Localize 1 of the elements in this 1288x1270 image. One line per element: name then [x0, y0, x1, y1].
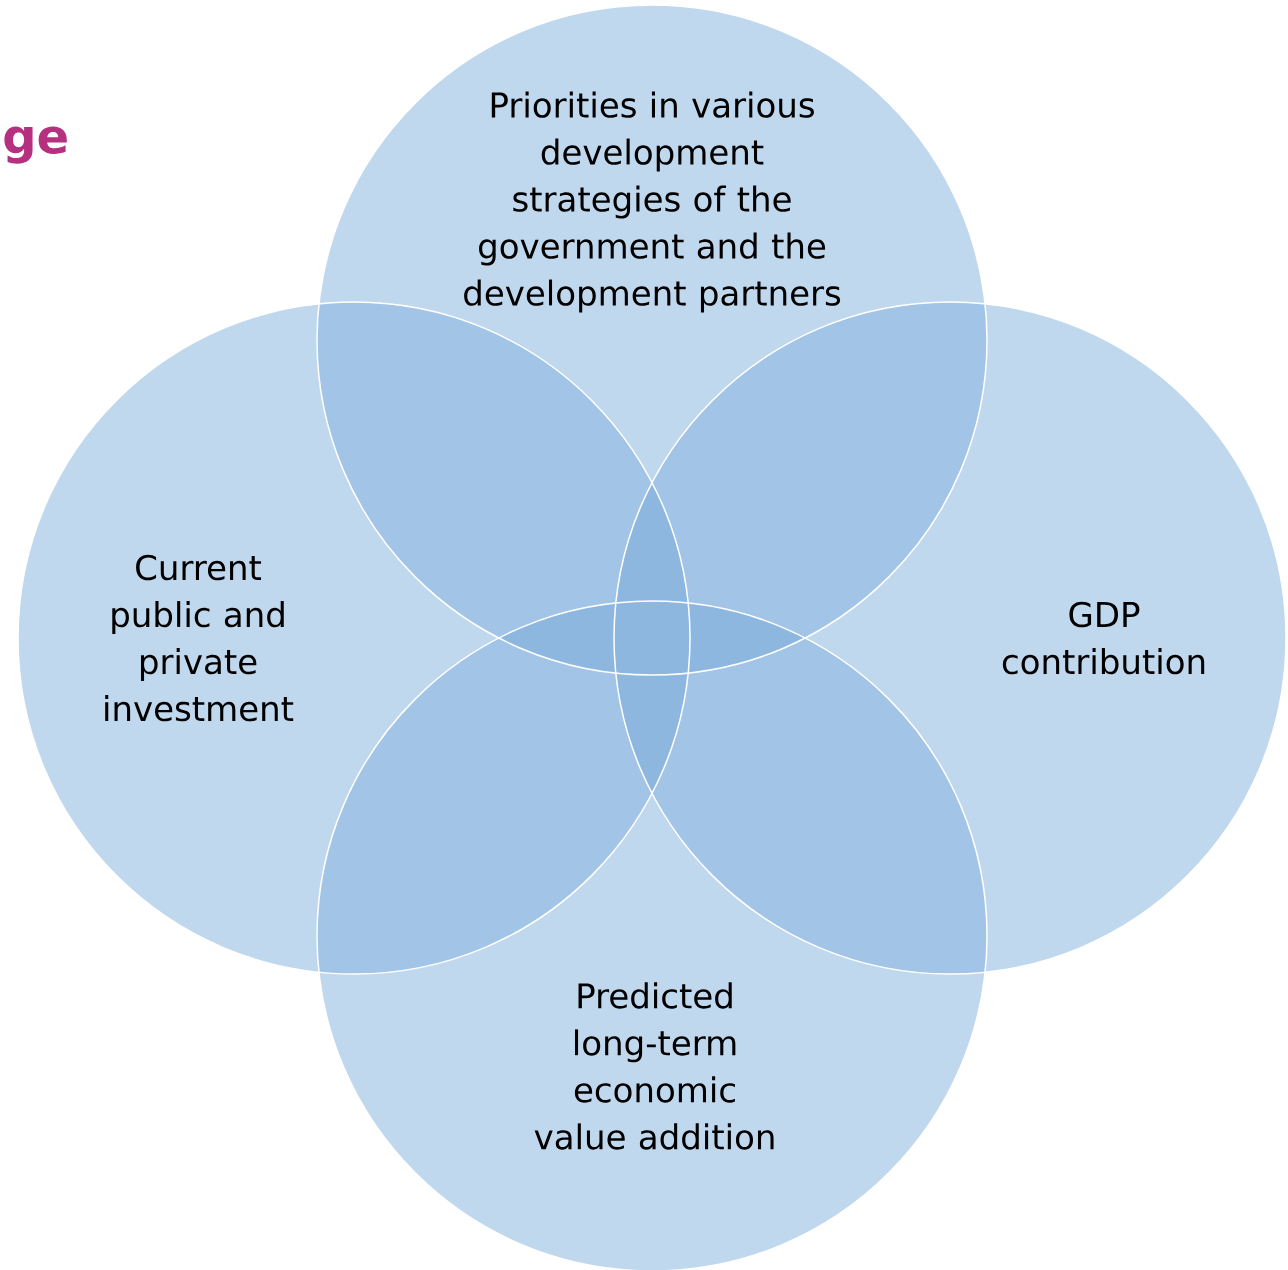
title: ge: [4, 126, 67, 164]
